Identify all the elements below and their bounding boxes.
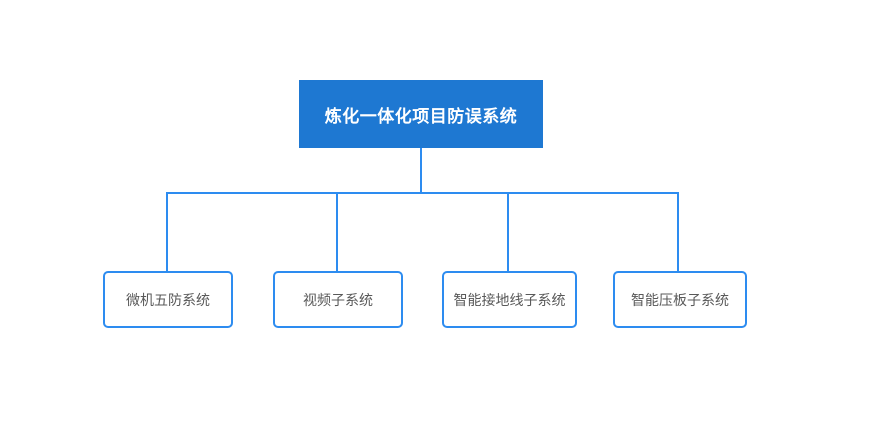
connector-drop-child-4 [677, 192, 679, 272]
diagram-node-pressure-plate-subsystem[interactable]: 智能压板子系统 [613, 271, 747, 328]
root-node-label: 炼化一体化项目防误系统 [324, 106, 518, 126]
child-node-label: 视频子系统 [303, 291, 373, 308]
child-node-label: 智能接地线子系统 [453, 291, 566, 308]
connector-root-vertical [420, 148, 422, 193]
diagram-node-video-subsystem[interactable]: 视频子系统 [273, 271, 403, 328]
diagram-node-grounding-wire-subsystem[interactable]: 智能接地线子系统 [442, 271, 577, 328]
child-node-label: 微机五防系统 [126, 291, 210, 308]
connector-drop-child-2 [336, 192, 338, 272]
diagram-node-root[interactable]: 炼化一体化项目防误系统 [299, 80, 543, 148]
connector-horizontal-rail [166, 192, 679, 194]
connector-drop-child-1 [166, 192, 168, 272]
child-node-label: 智能压板子系统 [631, 291, 729, 308]
connector-drop-child-3 [507, 192, 509, 272]
diagram-node-wuji-wufang[interactable]: 微机五防系统 [103, 271, 233, 328]
